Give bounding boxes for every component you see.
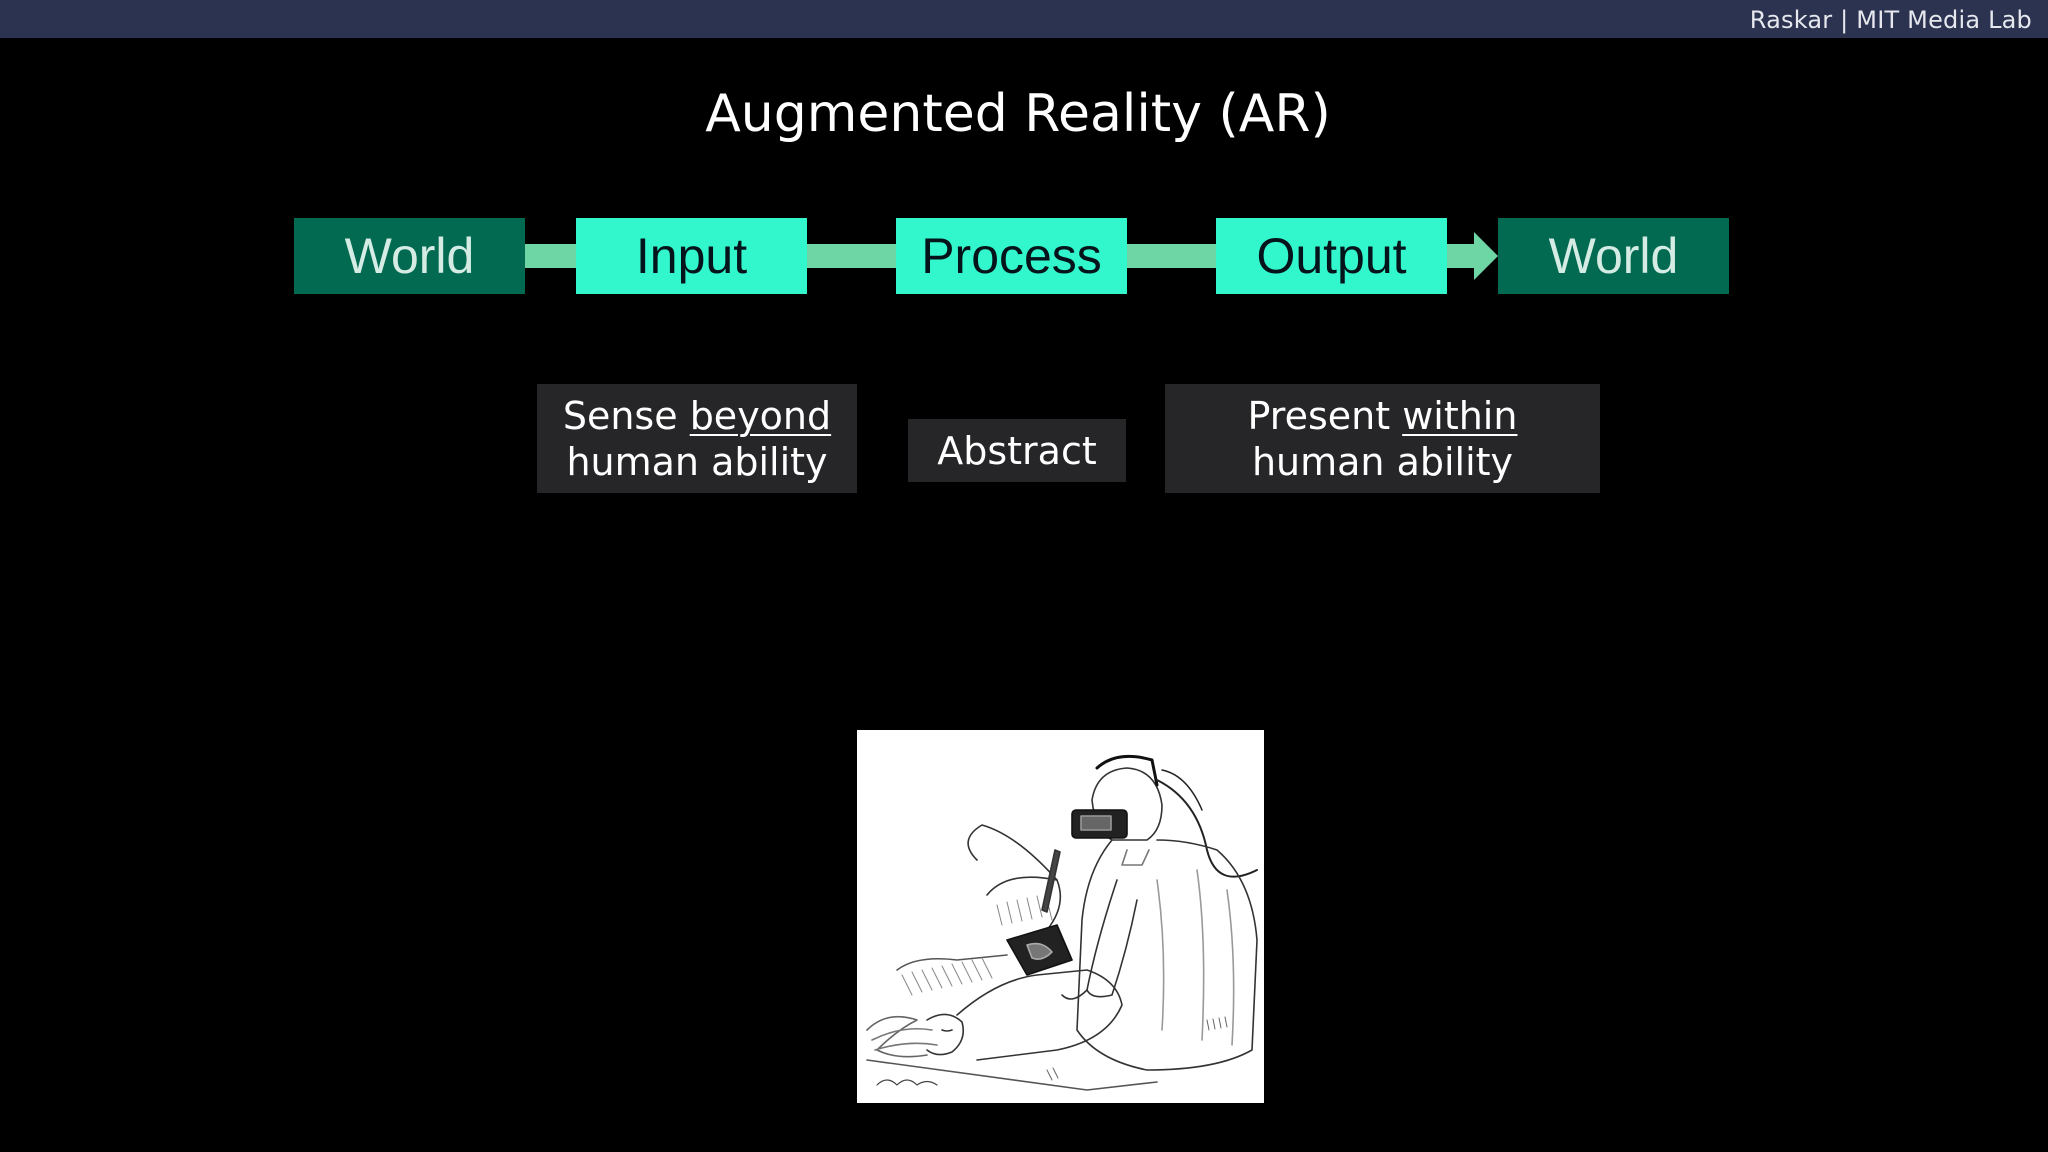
output-description-line-1: Present within — [1247, 393, 1518, 438]
flow-step-process: Process — [896, 218, 1127, 294]
flow-connector — [1126, 244, 1216, 268]
input-description-line-2: human ability — [566, 439, 828, 484]
flow-step-world-source: World — [294, 218, 525, 294]
input-description-line-1: Sense beyond — [562, 393, 832, 438]
flow-arrow-head — [1474, 232, 1498, 280]
input-description: Sense beyond human ability — [537, 384, 857, 493]
header-bar: Raskar | MIT Media Lab — [0, 0, 2048, 38]
flow-connector — [524, 244, 576, 268]
output-description-line-2: human ability — [1251, 439, 1514, 484]
surgeon-sketch-drawing — [866, 754, 1258, 1091]
flow-step-output: Output — [1216, 218, 1447, 294]
flow-connector — [806, 244, 896, 268]
output-description: Present within human ability — [1165, 384, 1600, 493]
flow-connector — [1446, 244, 1476, 268]
flow-step-input: Input — [576, 218, 807, 294]
slide-title: Augmented Reality (AR) — [705, 84, 1331, 144]
flow-step-world-target: World — [1498, 218, 1729, 294]
emphasis-beyond: beyond — [689, 393, 832, 438]
ar-surgeon-illustration — [857, 730, 1264, 1103]
process-description: Abstract — [908, 419, 1126, 482]
emphasis-within: within — [1402, 393, 1518, 438]
author-credit: Raskar | MIT Media Lab — [1749, 6, 2032, 34]
